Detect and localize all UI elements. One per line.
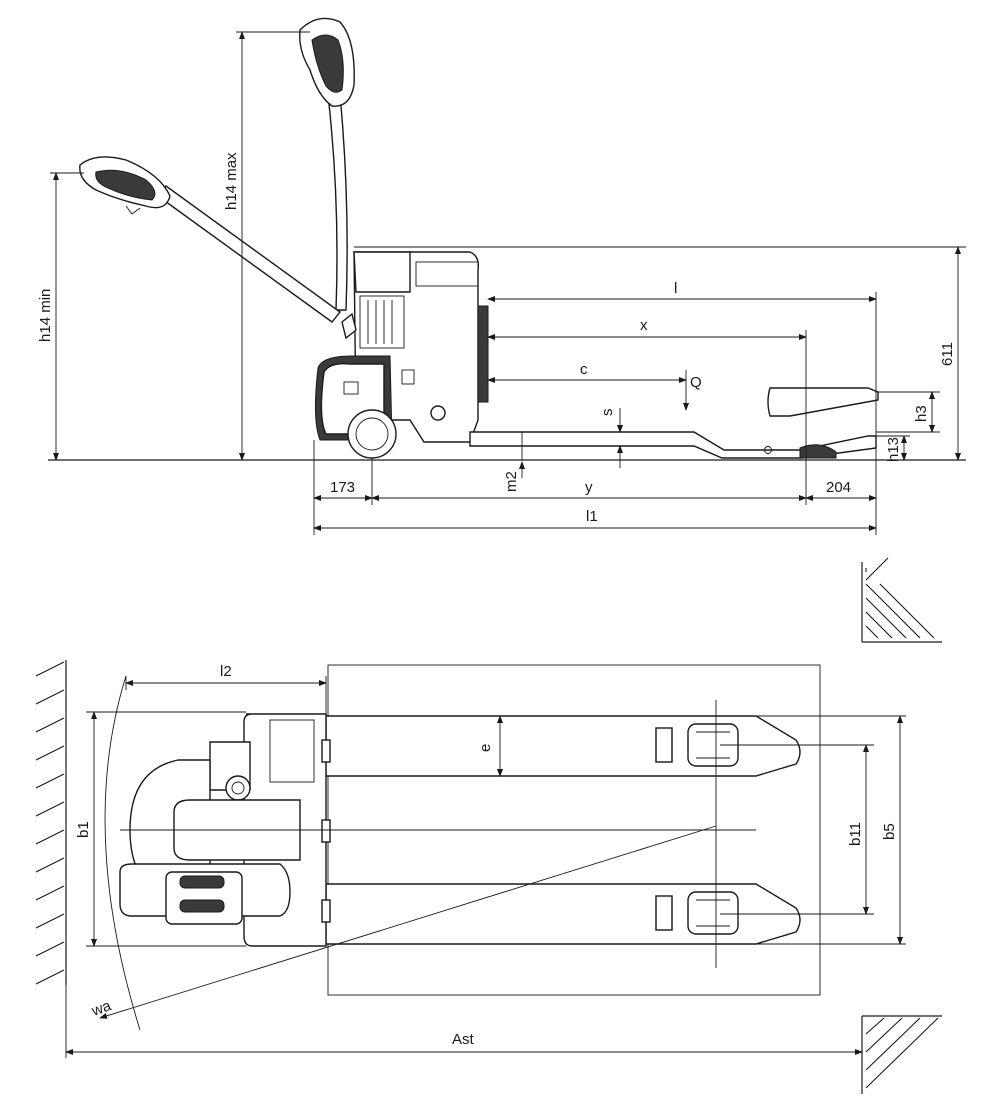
label-e: e xyxy=(477,744,494,752)
label-b5: b5 xyxy=(881,823,898,840)
fork-top xyxy=(325,715,801,777)
label-ast: Ast xyxy=(452,1031,475,1048)
label-q: Q xyxy=(690,374,702,391)
truck-chassis xyxy=(314,251,489,459)
fork-bottom xyxy=(325,883,801,945)
label-l: l xyxy=(674,280,677,297)
fork-side xyxy=(469,387,879,460)
label-611: 611 xyxy=(939,342,956,366)
top-view: l2 e b1 b11 b5 wa Ast xyxy=(65,663,906,1058)
wall-hatch-left xyxy=(35,660,67,985)
side-view: h14 max h14 min l x c Q s h3 h13 611 m2 … xyxy=(37,17,966,535)
label-x: x xyxy=(640,317,648,334)
label-b1: b1 xyxy=(75,821,92,838)
label-204: 204 xyxy=(826,479,851,496)
wall-hatch-top-right xyxy=(861,557,942,643)
label-l2: l2 xyxy=(220,663,232,680)
label-l1: l1 xyxy=(586,508,598,525)
label-h14-min: h14 min xyxy=(37,289,54,342)
label-h3: h3 xyxy=(913,405,930,422)
tiller-lowered xyxy=(79,156,342,323)
tiller-upright xyxy=(299,17,355,311)
label-s: s xyxy=(599,409,616,417)
label-173: 173 xyxy=(330,479,355,496)
label-wa: wa xyxy=(89,997,114,1020)
label-m2: m2 xyxy=(503,471,520,492)
label-b11: b11 xyxy=(847,822,864,846)
label-c: c xyxy=(580,361,588,378)
label-y: y xyxy=(585,479,593,496)
drive-wheel xyxy=(347,409,397,459)
wall-hatch-bottom-right xyxy=(861,1015,942,1094)
label-h13: h13 xyxy=(885,437,902,462)
label-h14-max: h14 max xyxy=(223,152,240,210)
